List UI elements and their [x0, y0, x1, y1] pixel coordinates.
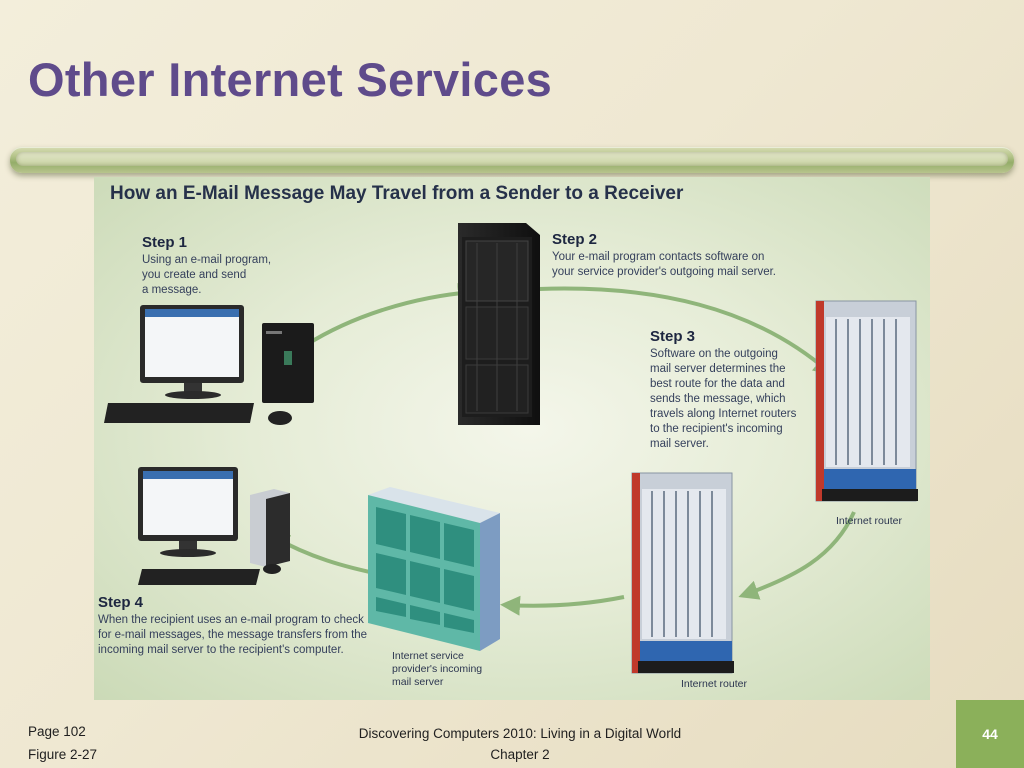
slide-title: Other Internet Services — [28, 53, 553, 106]
arrow-router-to-router — [738, 511, 856, 600]
step-text-line: mail server. — [650, 438, 709, 450]
internet-router-bottom-icon — [631, 472, 734, 674]
arrow-server-to-recipient — [268, 534, 385, 577]
step-1: Step 1 Using an e-mail program, you crea… — [142, 234, 271, 298]
step-text-line: a message. — [142, 284, 202, 296]
footer-book-title: Discovering Computers 2010: Living in a … — [358, 726, 682, 741]
step-text-line: best route for the data and — [650, 378, 785, 390]
step-3: Step 3 Software on the outgoing mail ser… — [650, 328, 796, 452]
step-text-line: to the recipient's incoming — [650, 423, 783, 435]
page-number-box: 44 — [956, 700, 1024, 768]
step-text-line: your service provider's outgoing mail se… — [552, 266, 776, 278]
figure-illustration — [104, 223, 918, 674]
step-heading: Step 4 — [98, 594, 144, 611]
step-text-line: travels along Internet routers — [650, 408, 797, 420]
step-text-line: incoming mail server to the recipient's … — [98, 644, 344, 656]
arrow-step1-to-step2 — [304, 283, 478, 347]
step-text-line: When the recipient uses an e-mail progra… — [98, 614, 364, 626]
label-line: Internet service — [392, 650, 464, 662]
router-top-label: Internet router — [836, 515, 902, 527]
step-text-line: you create and send — [142, 269, 247, 281]
step-heading: Step 1 — [142, 234, 188, 251]
figure-title: How an E-Mail Message May Travel from a … — [110, 183, 684, 204]
sender-computer-icon — [104, 305, 314, 425]
page-number: 44 — [982, 726, 998, 742]
step-text-line: mail server determines the — [650, 363, 786, 375]
step-heading: Step 2 — [552, 231, 598, 248]
label-line: provider's incoming — [392, 663, 483, 675]
incoming-server-label: Internet service provider's incoming mai… — [392, 650, 482, 689]
internet-router-top-icon — [815, 300, 918, 502]
router-bottom-label: Internet router — [681, 678, 747, 690]
step-text-line: Software on the outgoing — [650, 348, 778, 360]
step-text-line: sends the message, which — [650, 393, 786, 405]
step-4: Step 4 When the recipient uses an e-mail… — [98, 594, 367, 658]
label-line: mail server — [392, 676, 444, 688]
arrow-step2-to-step3 — [538, 286, 834, 376]
step-text-line: Your e-mail program contacts software on — [552, 251, 765, 263]
incoming-mail-server-icon — [368, 487, 500, 651]
email-travel-figure: How an E-Mail Message May Travel from a … — [94, 177, 930, 700]
arrow-router-to-server — [500, 595, 625, 616]
recipient-computer-icon — [138, 467, 290, 585]
outgoing-mail-server-icon — [458, 223, 540, 425]
footer-chapter: Chapter 2 — [490, 747, 550, 762]
step-text-line: Using an e-mail program, — [142, 254, 272, 266]
step-2: Step 2 Your e-mail program contacts soft… — [552, 231, 776, 280]
footer-page-ref: Page 102 — [28, 724, 86, 739]
footer-figure-ref: Figure 2-27 — [28, 747, 98, 762]
title-divider-bar — [10, 147, 1014, 173]
step-text-line: for e-mail messages, the message transfe… — [98, 629, 368, 641]
step-heading: Step 3 — [650, 328, 696, 345]
